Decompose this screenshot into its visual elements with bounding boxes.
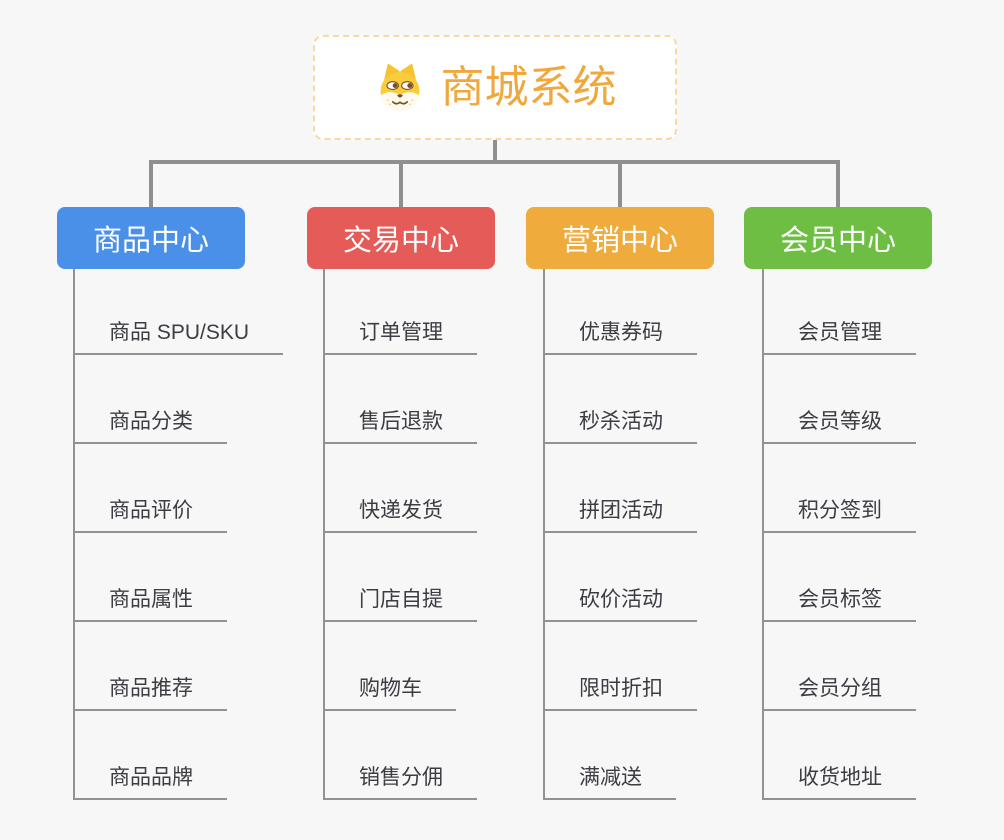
leaf-node[interactable]: 门店自提 [325,586,477,622]
leaf-node[interactable]: 商品评价 [75,497,227,533]
branch-node-member[interactable]: 会员中心 [744,207,932,269]
branch-node-trade[interactable]: 交易中心 [307,207,495,269]
leaf-node[interactable]: 商品 SPU/SKU [75,319,284,355]
branch-node-product[interactable]: 商品中心 [57,207,245,269]
leaf-node[interactable]: 满减送 [545,764,676,800]
leaf-node[interactable]: 优惠券码 [545,319,697,355]
leaf-node[interactable]: 商品推荐 [75,675,227,711]
leaf-node[interactable]: 限时折扣 [545,675,697,711]
leaf-node[interactable]: 商品属性 [75,586,227,622]
leaf-node[interactable]: 砍价活动 [545,586,697,622]
leaf-node[interactable]: 商品分类 [75,408,227,444]
branch-node-marketing[interactable]: 营销中心 [526,207,714,269]
connector-branch-drop-trade [399,164,403,207]
leaf-node[interactable]: 收货地址 [764,764,916,800]
root-node[interactable]: 商城系统 [313,35,677,140]
branch-children-member: 会员管理 会员等级 积分签到 会员标签 会员分组 收货地址 [762,269,916,800]
connector-root-drop [493,140,497,160]
leaf-node[interactable]: 售后退款 [325,408,477,444]
leaf-node[interactable]: 会员分组 [764,675,916,711]
branch-children-marketing: 优惠券码 秒杀活动 拼团活动 砍价活动 限时折扣 满减送 [543,269,697,800]
leaf-node[interactable]: 积分签到 [764,497,916,533]
leaf-node[interactable]: 销售分佣 [325,764,477,800]
branch-children-product: 商品 SPU/SKU 商品分类 商品评价 商品属性 商品推荐 商品品牌 [73,269,284,800]
branch-children-trade: 订单管理 售后退款 快递发货 门店自提 购物车 销售分佣 [323,269,477,800]
leaf-node[interactable]: 会员等级 [764,408,916,444]
leaf-node[interactable]: 订单管理 [325,319,477,355]
dog-face-icon [380,63,419,112]
connector-bus [149,160,840,164]
leaf-node[interactable]: 会员管理 [764,319,916,355]
connector-branch-drop-marketing [618,164,622,207]
leaf-node[interactable]: 购物车 [325,675,456,711]
leaf-node[interactable]: 商品品牌 [75,764,227,800]
leaf-node[interactable]: 快递发货 [325,497,477,533]
leaf-node[interactable]: 拼团活动 [545,497,697,533]
leaf-node[interactable]: 会员标签 [764,586,916,622]
connector-branch-drop-product [149,164,153,207]
connector-branch-drop-member [836,164,840,207]
leaf-node[interactable]: 秒杀活动 [545,408,697,444]
root-title: 商城系统 [440,62,617,112]
